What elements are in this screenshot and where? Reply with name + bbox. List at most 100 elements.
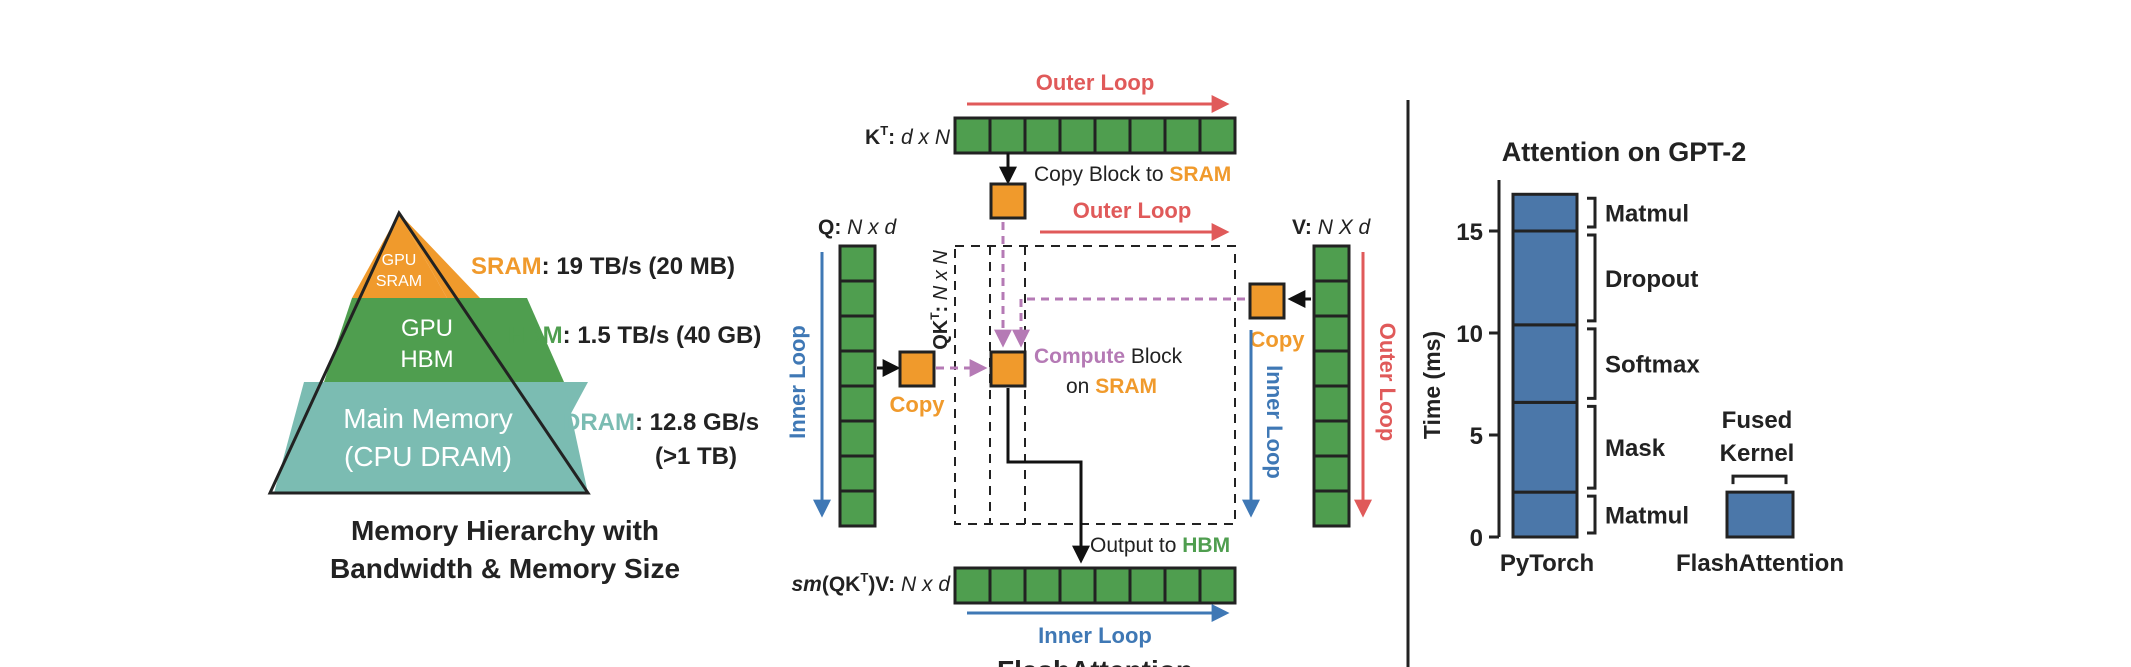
output-matrix-cell	[1198, 566, 1237, 605]
bar-segment	[1511, 490, 1579, 539]
output-matrix-cell	[1058, 566, 1097, 605]
pyramid-sram-right	[399, 213, 480, 298]
output-to-hbm-label: Output to HBM	[1090, 534, 1230, 557]
bar-segment	[1511, 192, 1579, 233]
compute-word: Compute	[1034, 345, 1125, 368]
outer-loop-right-label: Outer Loop	[1375, 323, 1400, 442]
out-dims: N x d	[901, 573, 951, 596]
copy-right-label: Copy	[1250, 327, 1306, 352]
compute-rest: Block	[1125, 345, 1183, 368]
pyramid-sram-layer	[352, 213, 447, 298]
chart-y-axis-label: Time (ms)	[1419, 331, 1445, 439]
v-matrix-cell	[1312, 384, 1351, 423]
kt-sup: T	[880, 123, 888, 138]
copy-left-label: Copy	[890, 392, 946, 417]
output-matrix-cell	[1163, 566, 1202, 605]
out-open: (QK	[822, 573, 861, 596]
out-sup: T	[860, 570, 868, 585]
chart-title: Attention on GPT-2	[1502, 137, 1746, 167]
dram-name: DRAM	[563, 409, 635, 436]
kt-matrix	[953, 116, 1237, 155]
memory-hierarchy-panel: GPU SRAM GPU HBM Main Memory (CPU DRAM) …	[267, 209, 761, 584]
output-matrix-cell	[988, 566, 1027, 605]
flash-attention-panel: Outer Loop KT: d x N Copy Block to SRAM …	[785, 70, 1400, 667]
fused-kernel-bracket	[1731, 474, 1788, 485]
q-matrix-cell	[838, 419, 877, 458]
kt-matrix-cell	[1058, 116, 1097, 155]
kt-sram-block	[989, 182, 1027, 220]
qkt-sup: T	[928, 312, 942, 320]
hbm-name: HBM	[508, 322, 563, 349]
hbm-spec: HBM: 1.5 TB/s (40 GB)	[508, 322, 761, 349]
dram-spec: DRAM: 12.8 GB/s	[563, 409, 759, 436]
v-matrix-cell	[1312, 279, 1351, 318]
pyramid-outline	[267, 209, 591, 495]
v-label: V: N X d	[1292, 216, 1372, 239]
kt-matrix-cell	[1198, 116, 1237, 155]
pyramid-sram-label-2: SRAM	[376, 273, 422, 290]
y-tick-label: 15	[1456, 219, 1483, 246]
pyramid-sram-label-1: GPU	[382, 252, 417, 269]
y-tick-label: 5	[1470, 423, 1483, 450]
q-label: Q: N x d	[818, 216, 898, 239]
compute-block	[989, 350, 1027, 388]
y-tick-label: 0	[1470, 525, 1483, 552]
sram-name: SRAM	[471, 253, 542, 280]
output-matrix-cell	[1023, 566, 1062, 605]
copy-block-prefix: Copy Block to	[1034, 163, 1169, 186]
kt-matrix-cell	[1093, 116, 1132, 155]
q-sram-block	[898, 350, 936, 388]
q-matrix-cell	[838, 384, 877, 423]
bar-segment	[1725, 490, 1795, 539]
v-matrix-cell	[1312, 419, 1351, 458]
q-matrix-cell	[838, 349, 877, 388]
sram-bandwidth: : 19 TB/s (20 MB)	[542, 253, 735, 280]
kt-label: KT: d x N	[865, 123, 951, 149]
output-matrix	[953, 566, 1237, 605]
output-to-hbm-arrow	[1006, 388, 1090, 564]
pyramid-dram-label-1: Main Memory	[343, 403, 513, 434]
hbm-bandwidth: : 1.5 TB/s (40 GB)	[563, 322, 762, 349]
q-name: Q:	[818, 216, 847, 239]
compute-block-label-1: Compute Block	[1034, 345, 1183, 368]
output-matrix-cell	[953, 566, 992, 605]
q-dims: N x d	[847, 216, 897, 239]
dram-size: (>1 TB)	[655, 443, 737, 470]
bar-segment	[1511, 400, 1579, 494]
v-matrix-cell	[1312, 489, 1351, 528]
segment-bracket	[1587, 327, 1597, 400]
fused-kernel-label-2: Kernel	[1720, 440, 1795, 467]
q-matrix-cell	[838, 314, 877, 353]
x-category-label: FlashAttention	[1676, 550, 1844, 577]
kt-matrix-cell	[1163, 116, 1202, 155]
bar-segment	[1511, 323, 1579, 404]
dram-bandwidth: : 12.8 GB/s	[635, 409, 759, 436]
qkt-name: QK	[930, 319, 952, 350]
q-matrix-cell	[838, 244, 877, 283]
segment-bracket	[1587, 196, 1597, 229]
v-matrix	[1312, 244, 1351, 528]
output-matrix-cell	[1128, 566, 1167, 605]
segment-label: Matmul	[1605, 503, 1689, 530]
kt-matrix-cell	[1128, 116, 1167, 155]
inner-loop-left-label: Inner Loop	[785, 325, 810, 439]
qkt-matrix-region	[954, 245, 1236, 525]
memory-caption-line-1: Memory Hierarchy with	[351, 515, 659, 546]
segment-bracket	[1587, 404, 1597, 490]
inner-loop-right-label: Inner Loop	[1262, 365, 1287, 479]
qkt-label: QKT: N x N	[928, 250, 952, 350]
q-matrix-cell	[838, 489, 877, 528]
copy-block-to-sram: Copy Block to SRAM	[1034, 163, 1231, 186]
sram-spec: SRAM: 19 TB/s (20 MB)	[471, 253, 735, 280]
copy-block-sram: SRAM	[1169, 163, 1231, 186]
output-matrix-label: sm(QKT)V: N x d	[792, 570, 952, 596]
qkt-dims: N x N	[930, 250, 952, 301]
chart-bars	[1511, 192, 1795, 539]
pyramid-base-fill	[274, 382, 588, 493]
pyramid-hbm-label-1: GPU	[401, 315, 453, 342]
output-hbm: HBM	[1182, 534, 1230, 557]
